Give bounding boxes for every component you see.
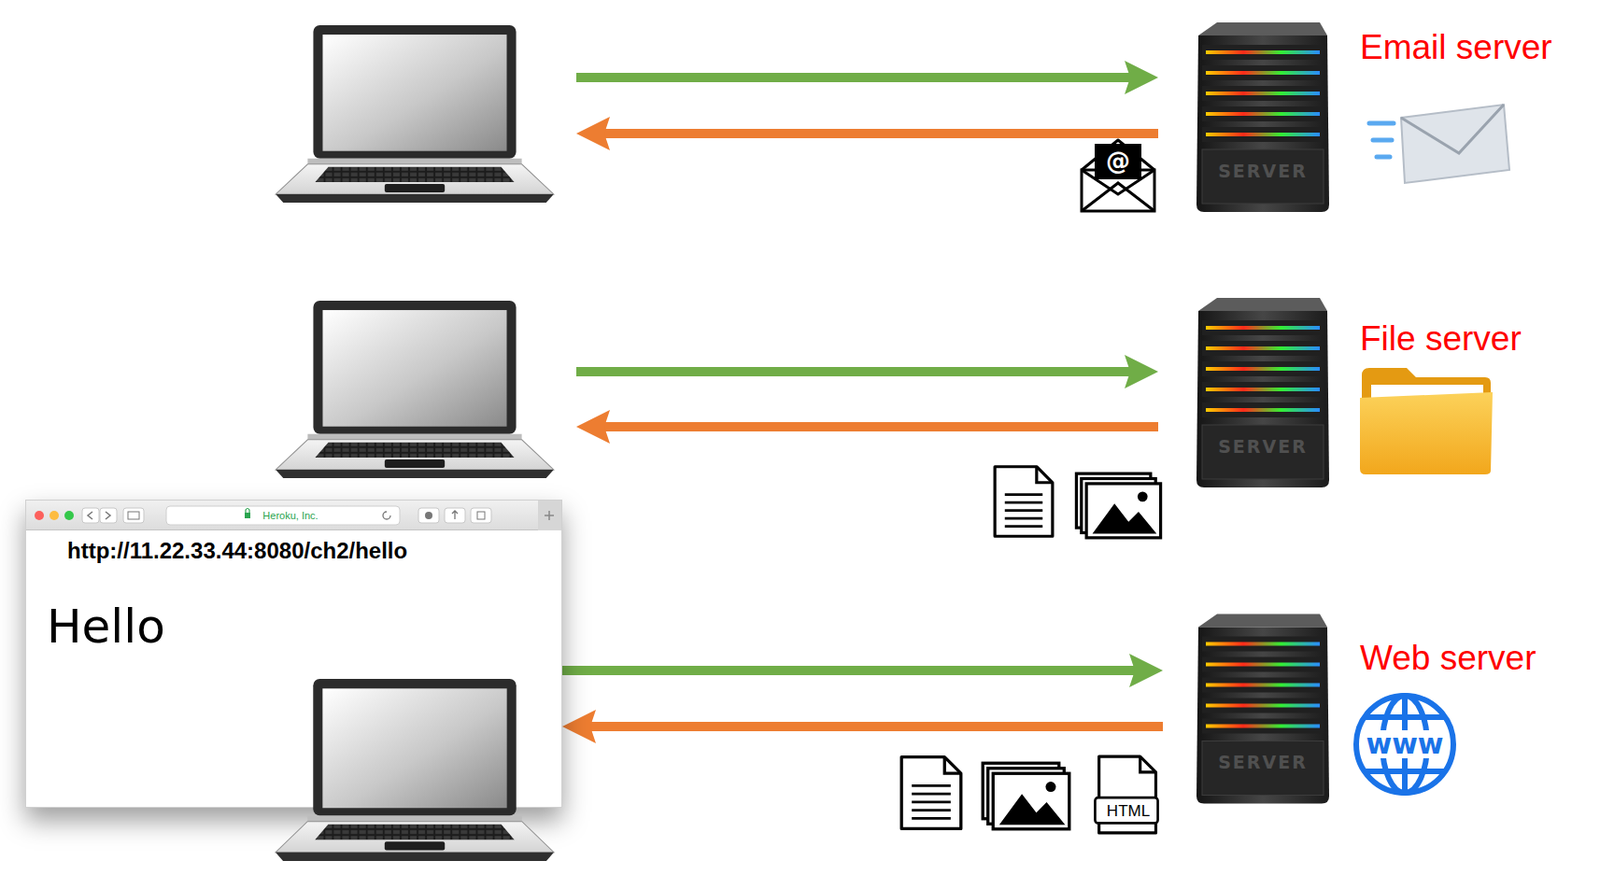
text-slot: HTML	[1106, 802, 1150, 822]
response-arrow	[576, 116, 1159, 151]
connector-line	[562, 665, 1145, 676]
url-text: http://11.22.33.44:8080/ch2/hello	[67, 538, 408, 565]
server-engraving: SERVER	[1217, 751, 1308, 773]
server-shape	[1196, 614, 1330, 805]
text-slot: SERVER	[1217, 160, 1308, 182]
request-arrow	[576, 354, 1159, 389]
text-slot: www	[1363, 730, 1445, 759]
server-label: File server	[1359, 319, 1522, 359]
server-label: Email server	[1359, 28, 1553, 68]
server-node: SERVER Web server	[1162, 609, 1541, 807]
document-icon	[994, 467, 1053, 538]
html-file-icon	[1094, 756, 1158, 834]
server-label: Web server	[1359, 638, 1537, 679]
server-tower	[1189, 294, 1337, 490]
arrowhead	[1129, 653, 1163, 688]
server-engraving: SERVER	[1217, 436, 1308, 457]
text-slot: SERVER	[1217, 436, 1308, 457]
icon-label: @	[1105, 146, 1131, 175]
laptop	[273, 679, 556, 863]
connector-arrow	[562, 709, 1163, 744]
connector-arrow	[562, 653, 1163, 688]
server-node: SERVER Email server	[1162, 18, 1557, 214]
page-heading: Hello	[46, 599, 166, 654]
server-shape	[1196, 297, 1330, 488]
globe-icon	[1356, 695, 1454, 793]
text-slot: File server	[1359, 319, 1522, 359]
text-slot: Web server	[1359, 638, 1537, 679]
icon-label: HTML	[1106, 802, 1150, 822]
arrowhead	[562, 709, 596, 744]
text-slot: Heroku, Inc.	[262, 509, 318, 522]
text-slot: Email server	[1359, 28, 1553, 68]
connector-line	[580, 722, 1163, 732]
text-slot: SERVER	[1217, 751, 1308, 773]
laptop	[275, 300, 554, 479]
address-bar-text: Heroku, Inc.	[262, 509, 318, 522]
image-icon	[1076, 473, 1161, 539]
text-slot: http://11.22.33.44:8080/ch2/hello	[67, 538, 408, 565]
server-tower	[1189, 18, 1337, 214]
server-node: SERVER File server	[1162, 294, 1526, 490]
email-envelope-icon	[1081, 140, 1155, 212]
server-engraving: SERVER	[1217, 160, 1308, 182]
text-slot: Hello	[46, 599, 166, 654]
icon-label: www	[1363, 730, 1445, 759]
mail-icon	[1369, 104, 1510, 184]
laptop	[275, 25, 554, 203]
response-arrow	[576, 410, 1159, 444]
server-tower	[1189, 609, 1337, 807]
folder-icon	[1359, 368, 1493, 475]
image-icon	[982, 763, 1070, 830]
document-icon	[901, 757, 962, 830]
server-shape	[1196, 22, 1330, 213]
request-arrow	[576, 60, 1159, 95]
text-slot: @	[1105, 146, 1131, 175]
